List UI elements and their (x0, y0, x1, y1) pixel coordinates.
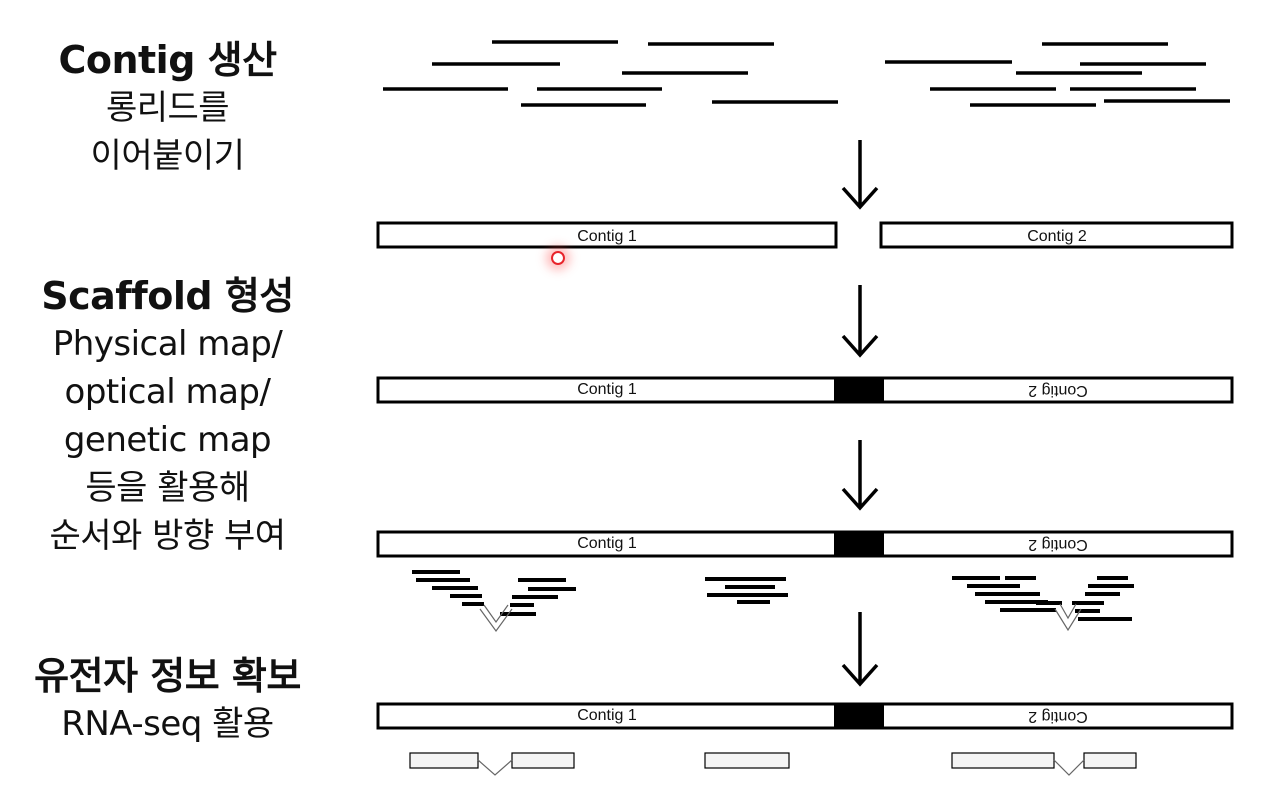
exon-box (409, 752, 479, 769)
intron-line (477, 759, 513, 776)
down-arrow (841, 140, 879, 210)
cursor-indicator (551, 251, 565, 265)
section-heading: Scaffold 형성 (41, 274, 294, 318)
section-heading: 유전자 정보 확보 (34, 654, 301, 698)
gene-models (409, 752, 1137, 776)
scaffold-row: Contig 1 Contig 2 (376, 376, 1234, 404)
splice-junctions (479, 603, 1082, 633)
section-line: optical map/ (64, 372, 271, 412)
contig-1-label: Contig 1 (577, 228, 637, 245)
exon-box (704, 752, 790, 769)
exon-box (511, 752, 575, 769)
section-heading: Contig 생산 (58, 38, 277, 82)
down-arrow (841, 440, 879, 511)
contig-2-bar (879, 221, 1234, 249)
splice-junction (1054, 608, 1082, 632)
contig-1-bar (376, 221, 838, 249)
scaffold-bar (376, 376, 1234, 404)
scaffold-bar (376, 702, 1234, 730)
contig-1-label: Contig 1 (577, 707, 637, 724)
contig-2-label: Contig 2 (1027, 228, 1087, 245)
contig-2-label-reversed: Contig 2 (1028, 708, 1088, 725)
splice-junction (479, 608, 513, 633)
exon-box (951, 752, 1055, 769)
section-scaffold: Scaffold 형성 Physical map/ optical map/ g… (0, 272, 335, 560)
exon-box (1083, 752, 1137, 769)
contig-1-label: Contig 1 (577, 535, 637, 552)
section-line: RNA-seq 활용 (61, 704, 274, 744)
contig-1-label: Contig 1 (577, 381, 637, 398)
scaffold-row-rnaseq: Contig 1 Contig 2 (376, 530, 1234, 558)
splice-junction (1059, 603, 1077, 620)
rnaseq-reads (412, 570, 1134, 621)
section-contig: Contig 생산 롱리드를 이어붙이기 (0, 36, 335, 180)
scaffold-gap (834, 532, 884, 556)
long-reads (383, 40, 1230, 107)
contig-2-label-reversed: Contig 2 (1028, 536, 1088, 553)
down-arrow (841, 612, 879, 687)
section-line: Physical map/ (52, 324, 283, 364)
arrows (841, 140, 879, 687)
scaffold-row-genes: Contig 1 Contig 2 (376, 702, 1234, 730)
scaffold-bar (376, 530, 1234, 558)
scaffold-gap (834, 378, 884, 402)
splice-junction (483, 604, 509, 624)
contig-2-label-reversed: Contig 2 (1028, 382, 1088, 399)
section-line: 이어붙이기 (90, 136, 245, 176)
section-gene-info: 유전자 정보 확보 RNA-seq 활용 (0, 652, 335, 748)
scaffold-gap (834, 704, 884, 728)
section-line: 롱리드를 (105, 88, 230, 128)
contig-row-separate: Contig 1 Contig 2 (376, 221, 1234, 249)
intron-line (1053, 759, 1085, 776)
down-arrow (841, 285, 879, 358)
section-line: 순서와 방향 부여 (49, 516, 286, 556)
section-line: genetic map (63, 420, 272, 460)
section-line: 등을 활용해 (85, 468, 250, 508)
